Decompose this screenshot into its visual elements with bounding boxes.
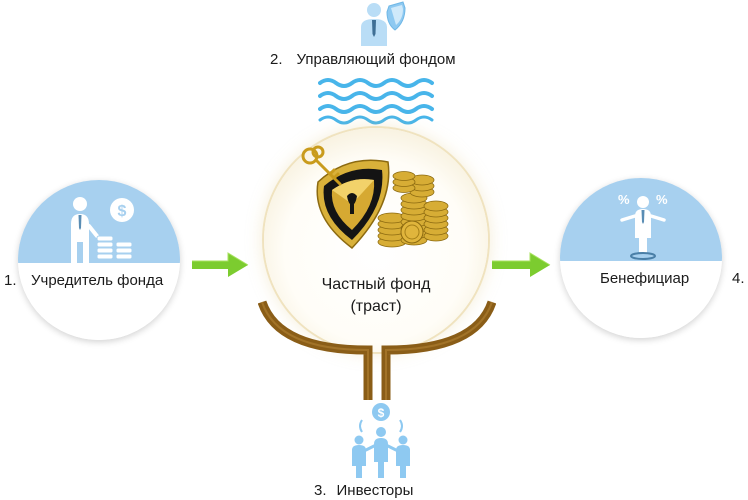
manager-label: 2. Управляющий фондом: [270, 51, 456, 69]
founder-node-bottom: [18, 263, 180, 340]
businessman-with-coins-icon: $: [71, 197, 134, 264]
svg-text:$: $: [118, 203, 127, 220]
svg-text:%: %: [618, 192, 630, 207]
shield: [316, 159, 390, 249]
businessman-with-shield-icon: [361, 1, 406, 46]
beneficiary-node: % %: [560, 178, 722, 338]
svg-text:%: %: [656, 192, 668, 207]
shield-key-coins-icon: [301, 145, 449, 249]
waves-icon: [318, 78, 434, 125]
person-with-percent-icon: % %: [618, 192, 668, 260]
key: [301, 145, 342, 186]
fund-subtitle: (траст): [350, 298, 402, 315]
arrow-right-icon: [492, 252, 551, 277]
investor-connector-bracket: [258, 300, 496, 400]
founder-label: Учредитель фонда: [31, 272, 164, 289]
founder-number: 1.: [4, 272, 17, 289]
manager-text: Управляющий фондом: [296, 51, 456, 68]
founder-node: $: [18, 180, 180, 340]
manager-number: 2.: [270, 51, 283, 68]
svg-text:$: $: [378, 406, 385, 420]
arrow-right-icon: [192, 252, 249, 277]
investors-text: Инвесторы: [336, 482, 414, 499]
fund-title: Частный фонд: [321, 276, 431, 293]
beneficiary-number: 4.: [732, 270, 745, 287]
coin-stacks: [377, 171, 449, 248]
beneficiary-node-bottom: [560, 261, 722, 338]
group-with-dollar-icon: $: [352, 403, 410, 478]
investors-label: 3. Инвесторы: [314, 482, 413, 500]
investors-number: 3.: [314, 482, 327, 499]
beneficiary-label: Бенефициар: [600, 270, 690, 287]
